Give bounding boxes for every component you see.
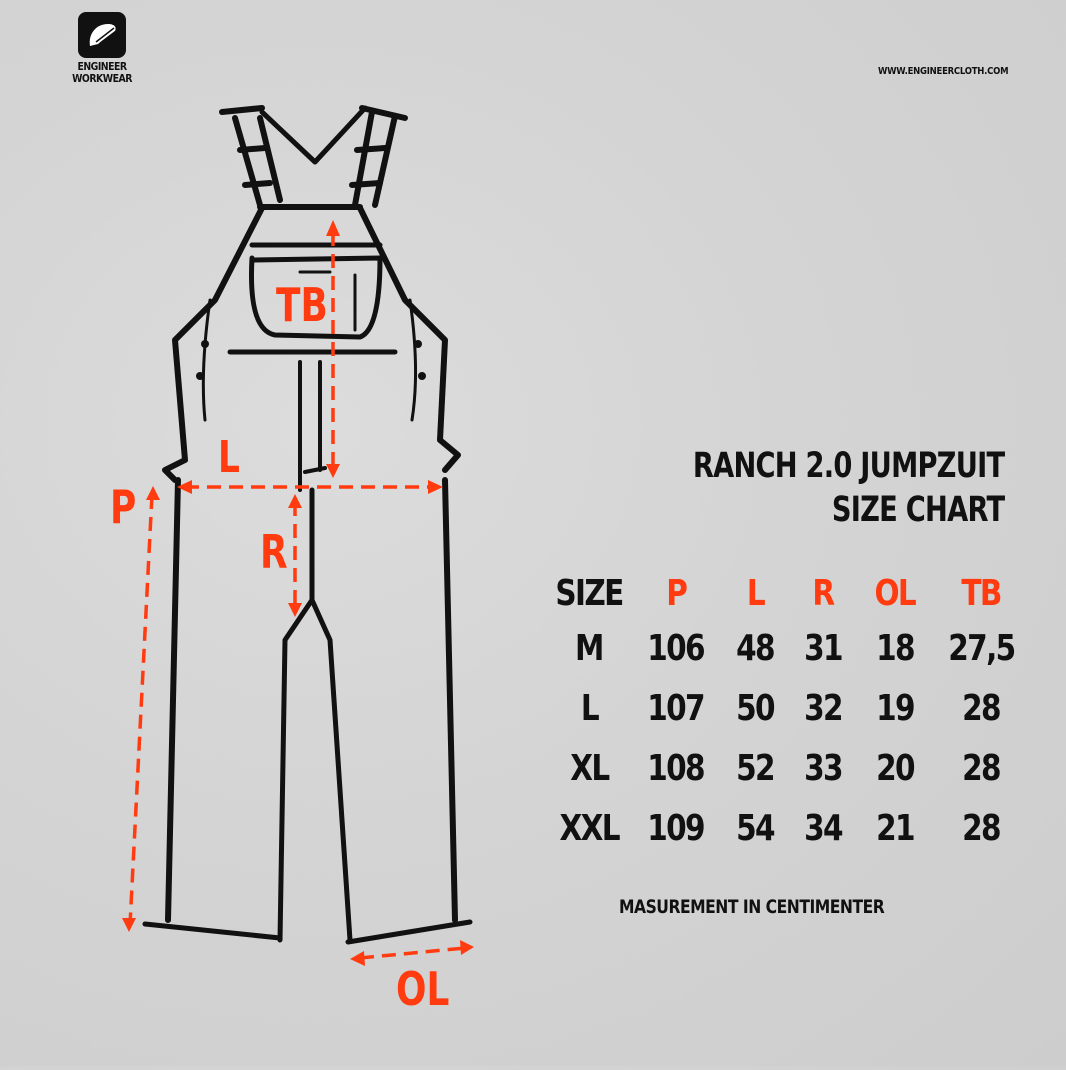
cell-r: 33 <box>804 747 843 789</box>
cell-size: XXL <box>559 807 620 849</box>
logo-text-line2: WORKWEAR <box>72 72 132 85</box>
measurement-note: MASUREMENT IN CENTIMENTER <box>619 896 885 918</box>
table-row: XL 108 52 33 20 28 <box>548 738 1030 798</box>
arrow-up-icon <box>326 220 340 236</box>
table-row: M 106 48 31 18 27,5 <box>548 618 1030 678</box>
cell-ol: 19 <box>876 687 915 729</box>
cell-size: M <box>575 627 604 669</box>
chart-title: RANCH 2.0 JUMPZUIT SIZE CHART <box>605 444 1005 532</box>
overall-diagram: TB L P R OL <box>0 0 520 1066</box>
header-size: SIZE <box>555 572 624 614</box>
cell-l: 48 <box>736 627 775 669</box>
cell-ol: 18 <box>876 627 915 669</box>
label-tb: TB <box>276 278 328 332</box>
cell-size: L <box>580 687 599 729</box>
label-l: L <box>218 432 240 483</box>
cell-tb: 28 <box>962 747 1001 789</box>
title-line2: SIZE CHART <box>831 490 1005 530</box>
cell-l: 54 <box>736 807 775 849</box>
cell-p: 106 <box>647 627 706 669</box>
size-table: SIZE P L R OL TB M 106 48 31 18 27,5 L 1… <box>548 568 1030 858</box>
hard-hat-icon <box>78 12 126 58</box>
brand-logo: ENGINEER WORKWEAR <box>72 12 132 85</box>
website-link[interactable]: WWW.ENGINEERCLOTH.COM <box>877 66 1009 77</box>
table-row: XXL 109 54 34 21 28 <box>548 798 1030 858</box>
label-p: P <box>110 480 137 534</box>
cell-tb: 28 <box>962 687 1001 729</box>
cell-r: 31 <box>804 627 843 669</box>
cell-tb: 27,5 <box>947 627 1016 669</box>
header-p: P <box>666 572 688 614</box>
cell-p: 107 <box>647 687 706 729</box>
cell-r: 34 <box>804 807 843 849</box>
cell-l: 50 <box>736 687 775 729</box>
cell-size: XL <box>569 747 610 789</box>
cell-ol: 20 <box>876 747 915 789</box>
cell-p: 108 <box>647 747 706 789</box>
header-r: R <box>812 572 835 614</box>
header-tb: TB <box>961 572 1002 614</box>
table-header: SIZE P L R OL TB <box>548 568 1030 618</box>
header-l: L <box>746 572 765 614</box>
cell-p: 109 <box>647 807 706 849</box>
overall-sketch <box>122 105 474 966</box>
cell-l: 52 <box>736 747 775 789</box>
cell-tb: 28 <box>962 807 1001 849</box>
label-r: R <box>260 525 288 579</box>
header-ol: OL <box>874 572 917 614</box>
cell-r: 32 <box>804 687 843 729</box>
title-line1: RANCH 2.0 JUMPZUIT <box>692 446 1005 486</box>
table-row: L 107 50 32 19 28 <box>548 678 1030 738</box>
label-ol: OL <box>396 962 450 1016</box>
logo-text-line1: ENGINEER <box>77 60 127 73</box>
cell-ol: 21 <box>876 807 915 849</box>
